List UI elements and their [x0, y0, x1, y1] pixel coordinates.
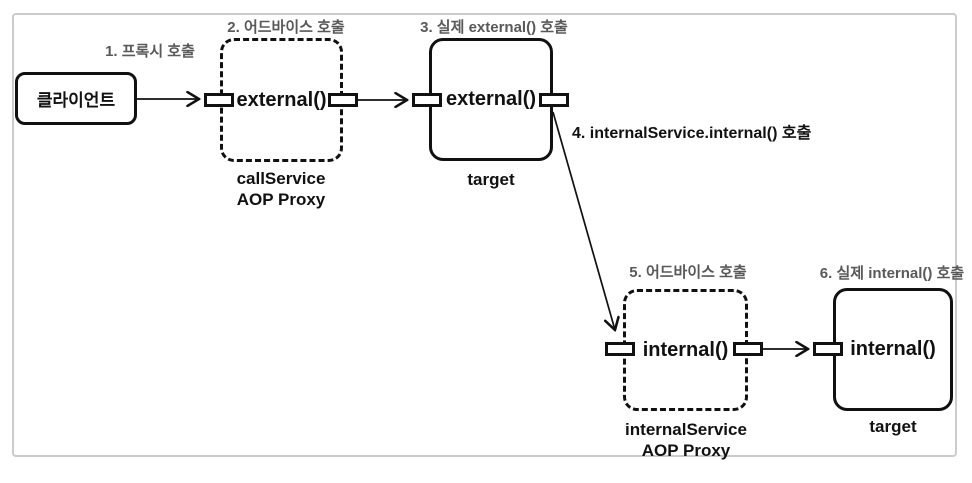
step5-advice-call-label: 5. 어드바이스 호출 [629, 264, 747, 281]
internal-target-box: internal() [833, 288, 953, 411]
external-target-method-label: external() [445, 88, 537, 110]
external-target-caption: target [467, 170, 515, 189]
internalservice-proxy-out-port [733, 342, 763, 356]
callservice-proxy-method-label: external() [236, 88, 327, 111]
step2-advice-call-label: 2. 어드바이스 호출 [227, 19, 345, 36]
callservice-proxy-in-port [204, 93, 234, 107]
internalservice-proxy-box: internal() [623, 289, 748, 411]
callservice-proxy-caption-line1: callService [236, 169, 326, 188]
step1-proxy-call-label: 1. 프록시 호출 [105, 43, 195, 60]
internalservice-proxy-method-label: internal() [642, 338, 729, 361]
step3-real-external-call-label: 3. 실제 external() 호출 [420, 19, 568, 36]
client-label: 클라이언트 [36, 91, 116, 110]
external-target-in-port [412, 93, 442, 107]
diagram-outer-frame [12, 13, 957, 457]
internalservice-proxy-in-port [605, 342, 635, 356]
step4-internalservice-internal-call-label: 4. internalService.internal() 호출 [572, 125, 812, 142]
callservice-proxy-caption: callService AOP Proxy [206, 168, 356, 210]
internalservice-proxy-caption-line2: AOP Proxy [641, 441, 731, 460]
internal-target-in-port [813, 342, 843, 356]
external-target-box: external() [429, 38, 553, 161]
callservice-proxy-box: external() [220, 38, 343, 162]
client-box: 클라이언트 [15, 72, 137, 125]
internal-target-caption: target [869, 417, 917, 436]
internalservice-proxy-caption: internalService AOP Proxy [611, 419, 761, 461]
callservice-proxy-caption-line2: AOP Proxy [236, 190, 326, 209]
step6-real-internal-call-label: 6. 실제 internal() 호출 [819, 265, 965, 282]
internal-target-method-label: internal() [850, 338, 936, 360]
callservice-proxy-out-port [328, 93, 358, 107]
external-target-out-port [539, 93, 569, 107]
internalservice-proxy-caption-line1: internalService [625, 420, 747, 439]
